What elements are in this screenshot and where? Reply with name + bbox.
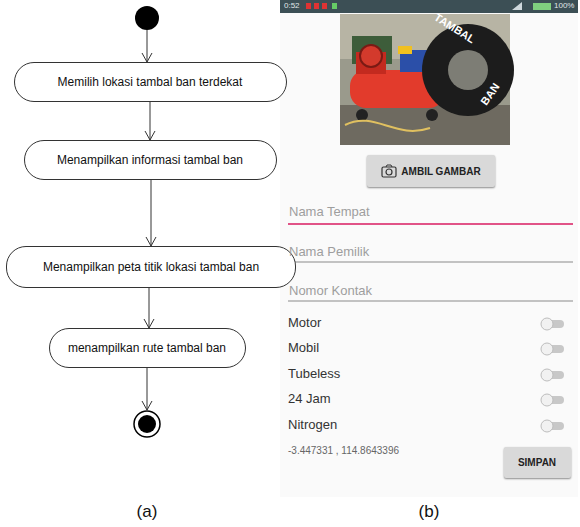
activity-label: Memilih lokasi tambal ban terdekat [58,75,243,89]
toggle-switch [541,369,564,381]
button-label: SIMPAN [518,457,556,468]
status-icon [332,3,337,9]
flow-arrow [146,180,156,246]
final-node-core [138,415,156,433]
text-label: Nama Pemilik [289,245,369,259]
activity-label: Menampilkan peta titik lokasi tambal ban [43,260,259,274]
text-label: Mobil [288,341,319,355]
battery-icon [533,3,551,10]
text-label: 0:52 [284,2,300,11]
activity-label: Menampilkan informasi tambal ban [57,153,243,167]
photo [340,14,514,145]
status-icon [314,3,319,9]
toggle-switch [541,394,564,406]
text-label: -3.447331 , 114.8643396 [288,445,399,456]
toggle-switch [541,318,564,330]
status-icon [322,3,327,9]
app-button: SIMPAN [504,447,571,478]
toggle-switch [541,343,564,355]
text-label: Nomor Kontak [289,284,372,298]
flow-arrow [144,288,154,328]
text-label: (a) [137,503,158,522]
button-label: AMBIL GAMBAR [401,166,480,177]
toggle-switch [541,420,564,432]
start-arrow [142,30,152,62]
camera-icon [381,164,397,178]
signal-icon [512,2,522,10]
activity-box: Memilih lokasi tambal ban terdekat [14,62,287,102]
field-underline [288,262,573,263]
status-icon [306,3,311,9]
text-label: Nama Tempat [289,205,370,219]
activity-box: menampilkan rute tambal ban [49,328,246,368]
app-button: AMBIL GAMBAR [367,155,495,187]
field-underline-active [288,223,573,225]
text-label: Tubeless [288,367,340,381]
text-label: 100% [554,2,574,11]
phone-screen [280,0,578,497]
status-bar [280,0,578,13]
text-label: 24 Jam [288,392,331,406]
final-node [134,411,160,437]
activity-box: Menampilkan peta titik lokasi tambal ban [6,246,296,288]
flow-arrow [145,102,155,140]
text-label: (b) [419,503,440,522]
activity-box: Menampilkan informasi tambal ban [24,140,277,180]
initial-node [135,6,159,30]
text-label: Motor [288,316,321,330]
field-underline [288,301,573,302]
text-label: Nitrogen [288,418,337,432]
activity-label: menampilkan rute tambal ban [68,341,226,355]
end-arrow [142,368,152,410]
